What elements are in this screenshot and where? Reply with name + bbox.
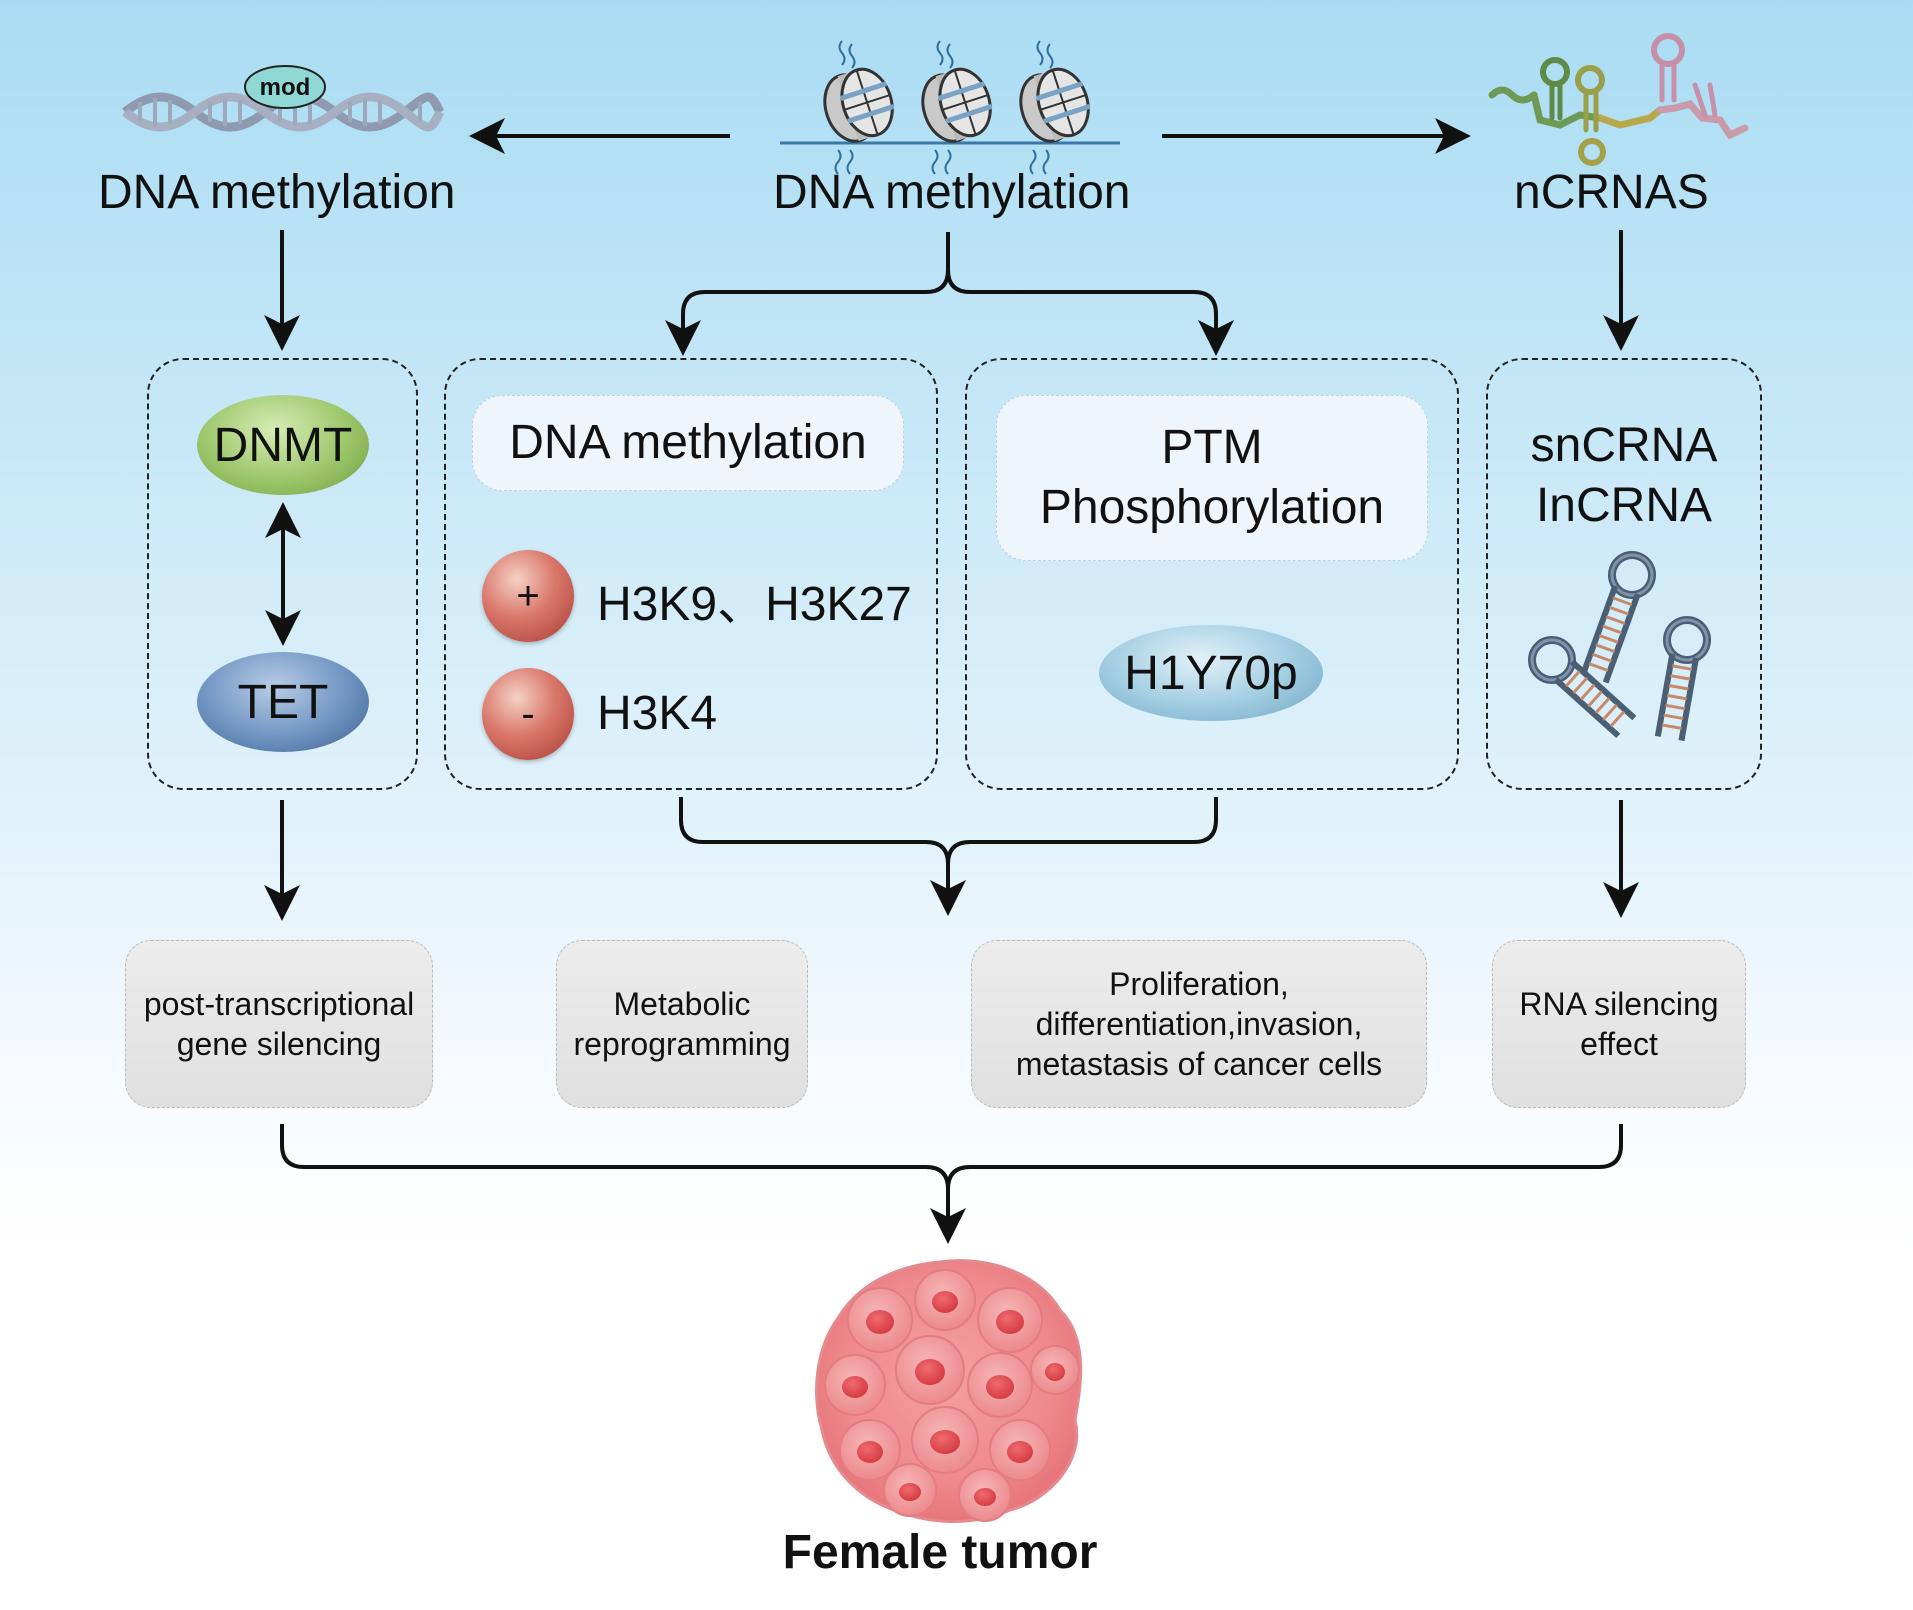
outcome-gene-silencing-line1: post-transcriptional	[143, 986, 415, 1022]
nucleosome-icon	[780, 40, 1120, 175]
top-center-heading: DNA methylation	[773, 166, 1131, 219]
box-dnmt-tet	[147, 358, 418, 790]
ncrna-label-line2: InCRNA	[1535, 479, 1713, 532]
tumor-cells-icon	[815, 1259, 1083, 1523]
minus-symbol: -	[521, 691, 535, 736]
female-tumor-title: Female tumor	[782, 1526, 1098, 1579]
brace-merge-bottom	[280, 1124, 1623, 1244]
box-ptm	[965, 358, 1459, 790]
outcome-rna-silencing: RNA silencing effect	[1492, 940, 1746, 1108]
outcome-gene-silencing-line2: gene silencing	[176, 1026, 382, 1062]
box-ncrna	[1486, 358, 1762, 790]
outcome-cancer-cells: Proliferation, differentiation,invasion,…	[971, 940, 1427, 1108]
outcome-metabolic-line2: reprogramming	[573, 1026, 791, 1062]
outcome-gene-silencing: post-transcriptional gene silencing	[125, 940, 433, 1108]
outcome-metabolic-line1: Metabolic	[613, 986, 751, 1022]
minus-label: H3K4	[597, 687, 718, 740]
h1y70p-node: H1Y70p	[1099, 625, 1323, 721]
plus-badge: +	[482, 550, 574, 642]
mod-badge-label: mod	[259, 74, 311, 101]
outcome-rna-silencing-line2: effect	[1580, 1026, 1658, 1062]
ptm-box-header: PTM Phosphorylation	[996, 395, 1428, 561]
mod-badge-icon	[244, 65, 326, 109]
outcome-cancer-line2: differentiation,invasion,	[1035, 1006, 1363, 1042]
tet-node: TET	[197, 652, 369, 752]
outcome-cancer-line3: metastasis of cancer cells	[1015, 1046, 1383, 1082]
box-histone-methylation	[444, 358, 938, 790]
ptm-header-line2: Phosphorylation	[1039, 481, 1385, 534]
histone-box-header-label: DNA methylation	[509, 416, 867, 469]
top-right-heading: nCRNAS	[1514, 166, 1709, 219]
plus-symbol: +	[516, 573, 540, 618]
dnmt-node: DNMT	[197, 395, 369, 495]
ncrna-label-line1: snCRNA	[1530, 419, 1718, 472]
brace-split-center	[665, 232, 1234, 356]
outcome-cancer-line1: Proliferation,	[1109, 966, 1289, 1002]
ptm-header-line1: PTM	[1161, 421, 1263, 474]
outcome-metabolic-reprogramming: Metabolic reprogramming	[556, 940, 808, 1108]
minus-badge: -	[482, 668, 574, 760]
outcome-rna-silencing-line1: RNA silencing	[1519, 986, 1719, 1022]
ncrna-structure-icon	[1488, 33, 1749, 166]
top-left-heading: DNA methylation	[98, 166, 456, 219]
histone-box-header: DNA methylation	[472, 395, 904, 491]
brace-merge-center	[679, 797, 1218, 916]
hairpin-rna-icon	[1528, 551, 1711, 742]
plus-label: H3K9、H3K27	[597, 578, 912, 631]
